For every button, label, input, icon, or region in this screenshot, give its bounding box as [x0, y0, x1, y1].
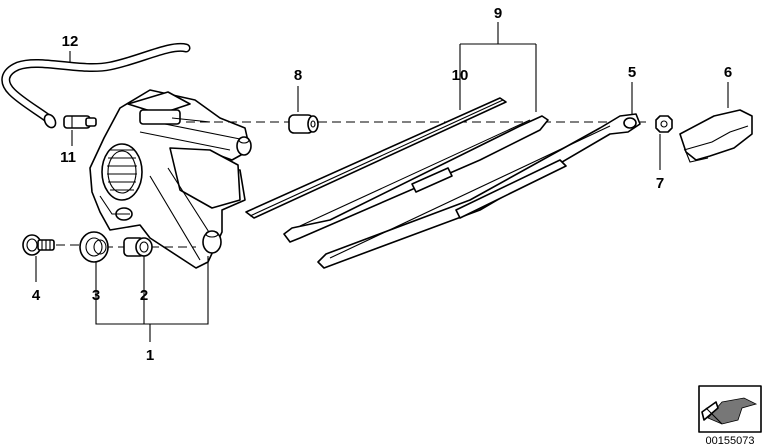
- callout-5: 5: [628, 64, 636, 81]
- cover-cap: [679, 109, 753, 163]
- reference-box: [698, 385, 762, 433]
- callout-3: 3: [92, 287, 100, 304]
- reference-code: 00155073: [706, 435, 755, 447]
- hose-connector: [63, 115, 97, 129]
- wiper-arm: [317, 113, 641, 269]
- callout-7: 7: [656, 175, 664, 192]
- hex-nut: [655, 115, 673, 133]
- wiper-blade-rubber: [245, 97, 507, 219]
- washer-hose: [1, 42, 191, 129]
- grommet: [288, 114, 319, 134]
- callout-11: 11: [60, 149, 76, 166]
- callout-2: 2: [140, 287, 148, 304]
- spacer-sleeve: [123, 237, 153, 257]
- wiper-blade: [283, 115, 549, 243]
- callout-9: 9: [494, 5, 502, 22]
- callout-6: 6: [724, 64, 732, 81]
- callout-10: 10: [452, 67, 469, 84]
- bolt: [22, 234, 55, 256]
- callout-8: 8: [294, 67, 302, 84]
- callout-12: 12: [62, 33, 79, 50]
- callout-4: 4: [32, 287, 41, 304]
- wiper-motor: [89, 89, 252, 269]
- leader-line: [95, 256, 209, 325]
- rubber-mount: [79, 231, 109, 263]
- callout-1: 1: [146, 347, 154, 364]
- leader-line: [459, 22, 537, 112]
